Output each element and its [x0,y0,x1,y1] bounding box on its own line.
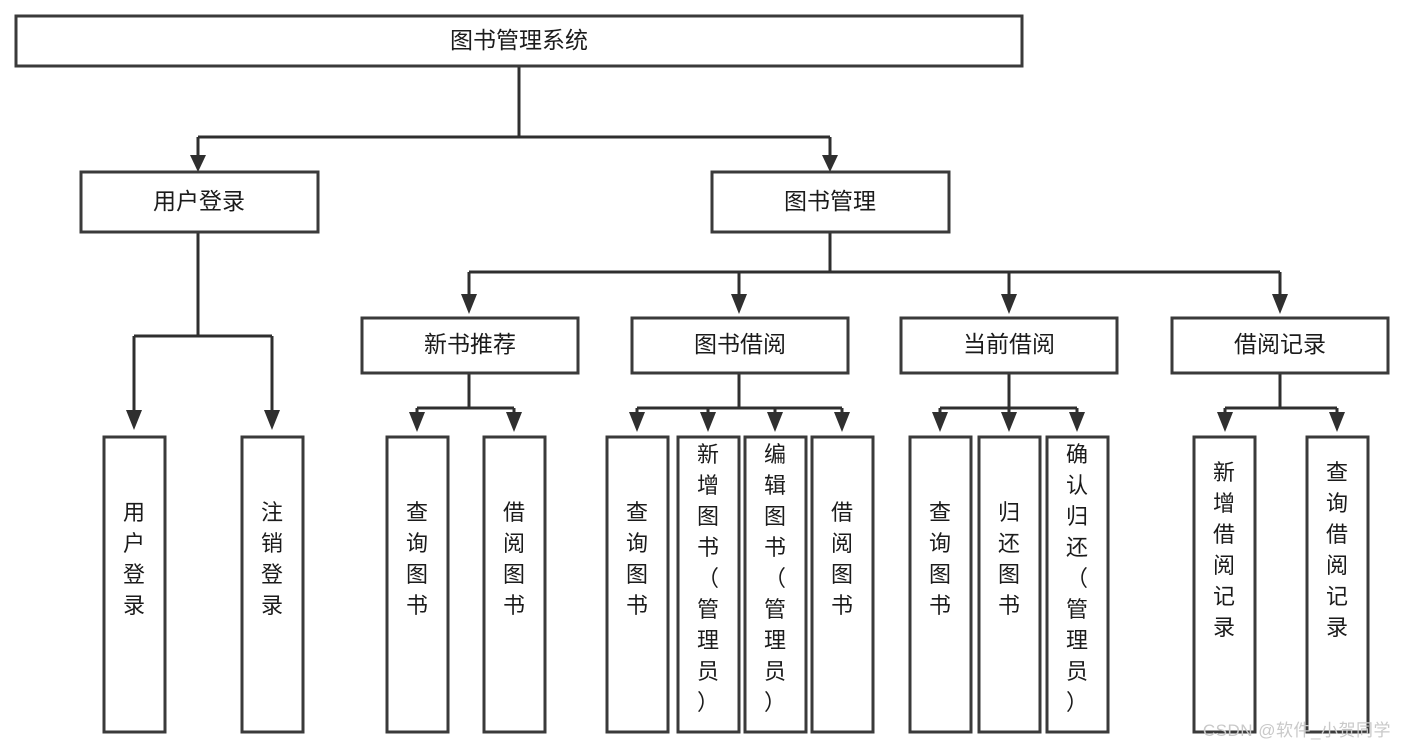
node-leaf-confirm-return[interactable]: 确认归还（管理员） [1045,435,1110,734]
node-leaf-edit-book-label: 编辑图书（管理员） [764,442,786,715]
node-leaf-borrow-book-2[interactable]: 借阅图书 [810,435,875,734]
node-leaf-query-book-2-label: 查询图书 [626,500,648,618]
node-user-login-box[interactable] [79,170,320,234]
node-leaf-query-book-2[interactable]: 查询图书 [605,435,670,734]
node-leaf-query-book-2-box[interactable] [605,435,670,734]
node-leaf-add-book-label: 新增图书（管理员） [697,442,719,715]
node-leaf-query-book-1-box[interactable] [385,435,450,734]
arrow-head-leaf-query-book-2 [629,412,645,432]
node-borrow-record[interactable]: 借阅记录 [1170,316,1390,375]
node-new-book-recommend-box[interactable] [360,316,580,375]
node-leaf-confirm-return-box[interactable] [1045,435,1110,734]
node-leaf-borrow-book-1[interactable]: 借阅图书 [482,435,547,734]
node-book-borrow[interactable]: 图书借阅 [630,316,850,375]
arrow-head-leaf-confirm-return [1069,412,1085,432]
node-leaf-add-record[interactable]: 新增借阅记录 [1192,435,1257,734]
watermark-text: CSDN @软件_小贺同学 [1202,721,1391,740]
arrow-head-book-manage [822,155,838,172]
node-new-book-recommend-label: 新书推荐 [424,331,516,357]
node-leaf-borrow-book-2-box[interactable] [810,435,875,734]
node-leaf-add-book[interactable]: 新增图书（管理员） [676,435,741,734]
node-current-borrow-box[interactable] [899,316,1119,375]
node-root[interactable]: 图书管理系统 [14,14,1024,68]
node-root-box[interactable] [14,14,1024,68]
node-leaf-add-record-label: 新增借阅记录 [1213,460,1235,640]
node-leaf-query-record-box[interactable] [1305,435,1370,734]
arrow-head-book-borrow [731,294,747,314]
node-borrow-record-label: 借阅记录 [1234,331,1326,357]
node-leaf-user-logout-box[interactable] [240,435,305,734]
node-leaf-return-book[interactable]: 归还图书 [977,435,1042,734]
arrow-head-leaf-query-book-1 [409,412,425,432]
node-leaf-user-login[interactable]: 用户登录 [102,435,167,734]
node-leaf-borrow-book-2-label: 借阅图书 [831,500,853,618]
arrow-head-leaf-borrow-book-1 [506,412,522,432]
node-book-manage-box[interactable] [710,170,951,234]
node-leaf-user-login-label: 用户登录 [123,500,145,618]
node-book-borrow-box[interactable] [630,316,850,375]
arrow-head-leaf-add-book [700,412,716,432]
node-leaf-query-book-3-box[interactable] [908,435,973,734]
node-user-login[interactable]: 用户登录 [79,170,320,234]
arrow-head-leaf-borrow-book-2 [834,412,850,432]
arrow-head-leaf-query-record [1329,412,1345,432]
node-leaf-borrow-book-1-label: 借阅图书 [503,500,525,618]
node-new-book-recommend[interactable]: 新书推荐 [360,316,580,375]
arrow-head-leaf-add-record [1217,412,1233,432]
node-current-borrow-label: 当前借阅 [963,331,1055,357]
node-leaf-edit-book[interactable]: 编辑图书（管理员） [743,435,808,734]
node-root-label: 图书管理系统 [450,27,588,53]
node-leaf-add-record-box[interactable] [1192,435,1257,734]
node-leaf-query-record-label: 查询借阅记录 [1326,460,1348,640]
node-leaf-return-book-label: 归还图书 [998,500,1020,618]
node-book-manage-label: 图书管理 [784,188,876,214]
arrow-head-leaf-user-logout [264,410,280,430]
node-book-borrow-label: 图书借阅 [694,331,786,357]
node-leaf-add-book-box[interactable] [676,435,741,734]
node-leaf-borrow-book-1-box[interactable] [482,435,547,734]
arrow-head-leaf-query-book-3 [932,412,948,432]
node-current-borrow[interactable]: 当前借阅 [899,316,1119,375]
node-leaf-query-book-3-label: 查询图书 [929,500,951,618]
connector-layer [126,66,1345,432]
node-leaf-user-logout[interactable]: 注销登录 [240,435,305,734]
node-leaf-user-logout-label: 注销登录 [261,500,283,618]
node-user-login-label: 用户登录 [153,188,245,214]
node-book-manage[interactable]: 图书管理 [710,170,951,234]
arrow-head-user-login [190,155,206,172]
arrow-head-leaf-return-book [1001,412,1017,432]
arrow-head-current-borrow [1001,294,1017,314]
node-leaf-query-book-1[interactable]: 查询图书 [385,435,450,734]
node-leaf-confirm-return-label: 确认归还（管理员） [1066,442,1088,715]
node-borrow-record-box[interactable] [1170,316,1390,375]
node-leaf-edit-book-box[interactable] [743,435,808,734]
node-leaf-query-book-3[interactable]: 查询图书 [908,435,973,734]
arrow-head-new-book-recommend [461,294,477,314]
node-leaf-query-record[interactable]: 查询借阅记录 [1305,435,1370,734]
arrow-head-leaf-edit-book [767,412,783,432]
arrow-head-borrow-record [1272,294,1288,314]
node-leaf-return-book-box[interactable] [977,435,1042,734]
arrow-head-leaf-user-login [126,410,142,430]
node-leaf-query-book-1-label: 查询图书 [406,500,428,618]
node-leaf-user-login-box[interactable] [102,435,167,734]
